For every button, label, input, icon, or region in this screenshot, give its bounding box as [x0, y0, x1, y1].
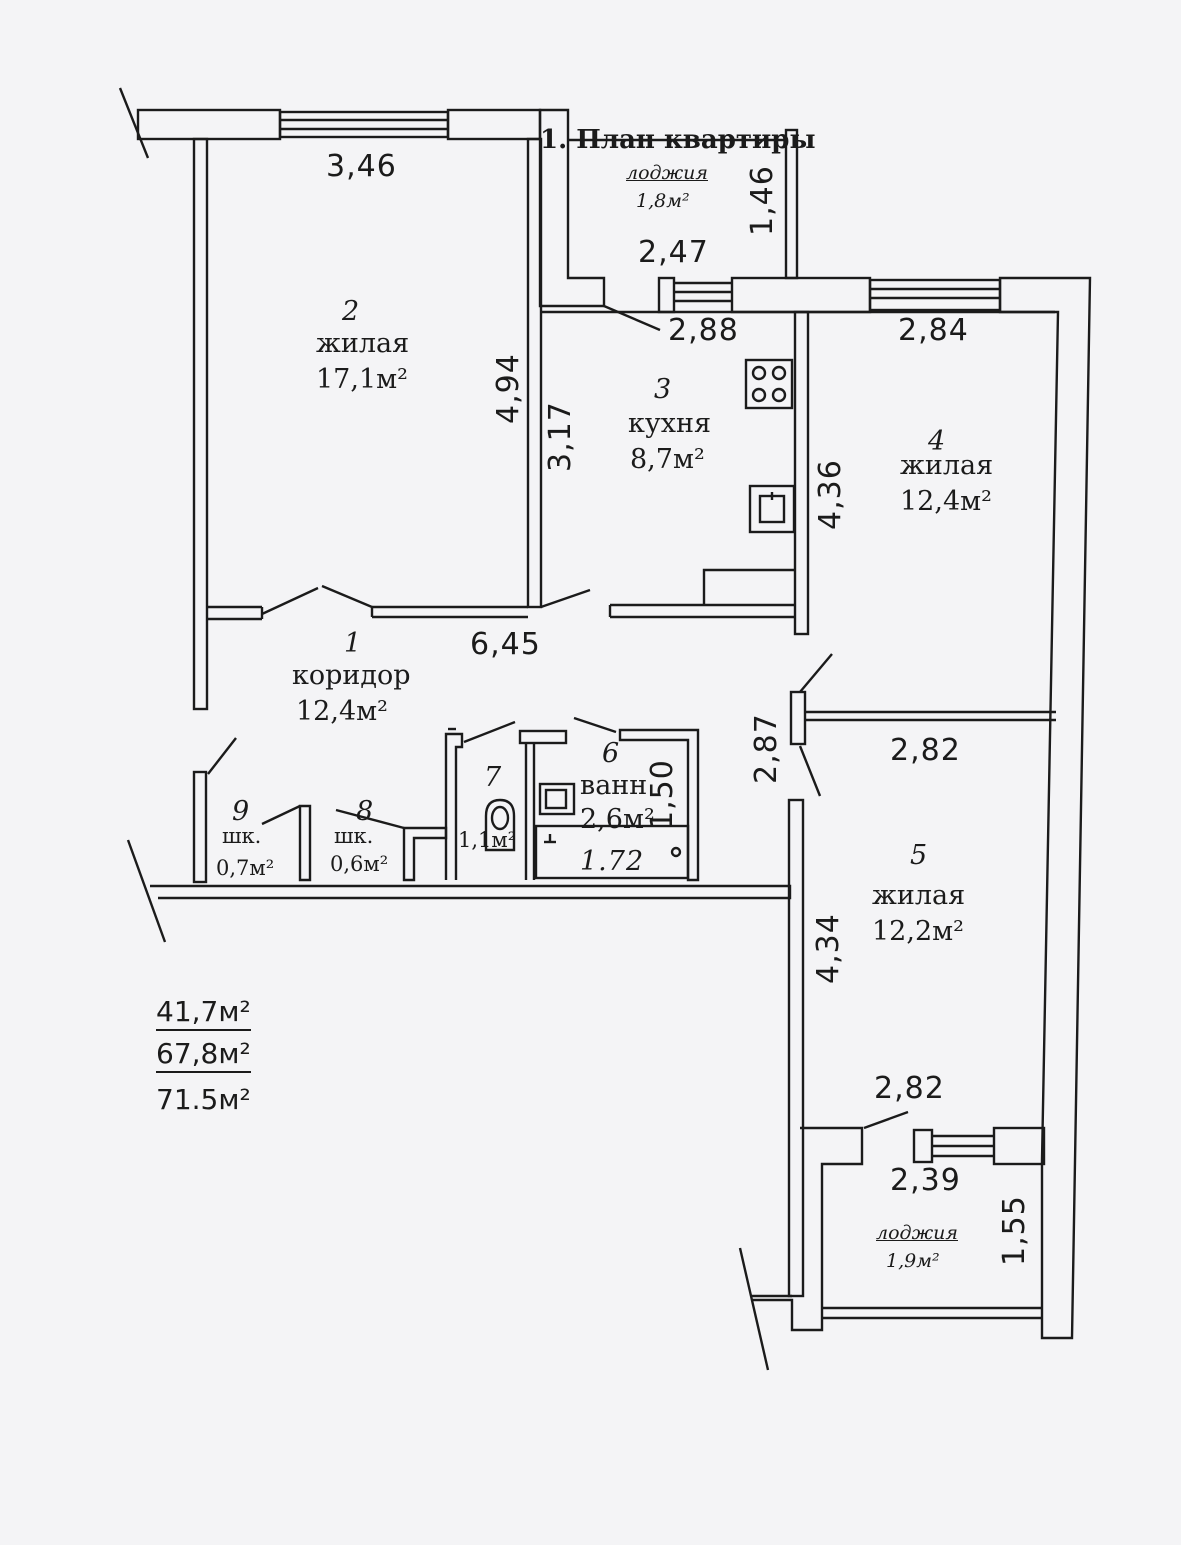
door-room5 — [798, 745, 822, 797]
break-line-bottom — [738, 1247, 770, 1371]
dim-room4-top: 2,84 — [898, 313, 969, 348]
toilet-icon — [484, 798, 516, 852]
dim-room5-top: 2,82 — [890, 733, 961, 768]
wall-loggia2-top-right — [992, 1126, 1046, 1166]
stove-icon — [744, 358, 794, 410]
dim-loggia1-bottom: 2,47 — [638, 235, 709, 270]
loggia2-name: лоджия — [876, 1222, 958, 1244]
wall-kitchen-top-mid — [730, 276, 872, 314]
dim-loggia2-side: 1,55 — [997, 1195, 1032, 1266]
leader-room5-bottom — [863, 1110, 909, 1130]
washbasin-icon — [538, 782, 576, 816]
closet9-name: шк. — [222, 824, 262, 848]
bath-name: ванн — [580, 770, 648, 801]
corridor-number: 1 — [344, 628, 362, 659]
window-room2 — [278, 110, 450, 139]
room5-area: 12,2м² — [872, 916, 964, 947]
dim-room2-side: 4,94 — [491, 353, 526, 424]
dim-corridor-len: 6,45 — [470, 627, 541, 662]
dim-room5-bottom: 2,82 — [874, 1071, 945, 1106]
door-wc — [463, 720, 516, 744]
closet8-area: 0,6м² — [330, 852, 389, 876]
wall-closet9-left — [192, 770, 208, 884]
leader-kitchen-top — [603, 304, 661, 332]
wall-loggia2 — [752, 1126, 864, 1332]
closet9-number: 9 — [232, 796, 250, 827]
corridor-name: коридор — [292, 660, 411, 691]
wall-room2-right — [526, 137, 543, 609]
wall-wc — [444, 732, 464, 880]
kitchen-area: 8,7м² — [630, 444, 705, 475]
room5-name: жилая — [872, 880, 966, 911]
wall-kitchen-right — [793, 310, 810, 636]
loggia1-name: лоджия — [626, 162, 708, 184]
closet8-name: шк. — [334, 824, 374, 848]
wall-right-exterior — [998, 276, 1092, 1340]
room4-area: 12,4м² — [900, 486, 992, 517]
door-closet9-b — [261, 804, 301, 826]
door-closet9 — [207, 737, 237, 775]
dim-room5-side: 4,34 — [811, 913, 846, 984]
wall-wc-bath — [518, 729, 568, 745]
wall-room2-top-left — [136, 108, 282, 141]
room2-number: 2 — [342, 296, 360, 327]
window-room4 — [868, 278, 1002, 312]
room4-name: жилая — [900, 450, 994, 481]
dim-corridor-side: 2,87 — [749, 713, 784, 784]
closet9-area: 0,7м² — [216, 856, 275, 880]
room2-name: жилая — [316, 328, 410, 359]
wall-room2-left — [192, 137, 209, 711]
bath-number: 6 — [602, 738, 620, 769]
dim-room4-side: 4,36 — [813, 459, 848, 530]
kitchen-name: кухня — [628, 408, 712, 439]
total-area: 67,8м² — [156, 1040, 251, 1073]
dim-kitchen-top: 2,88 — [668, 313, 739, 348]
wc-area: 1,1м² — [458, 828, 517, 852]
wall-bath — [618, 728, 700, 882]
wall-room4-door-jamb — [789, 690, 807, 746]
dim-room2-top: 3,46 — [326, 149, 397, 184]
wall-bottom-long — [150, 884, 792, 900]
door-room4 — [799, 653, 833, 693]
door-bath — [573, 716, 617, 734]
wall-room5-left — [787, 798, 805, 1298]
loggia2-area: 1,9м² — [886, 1250, 940, 1272]
break-line-top-left — [118, 87, 150, 159]
window-kitchen-frame — [657, 276, 676, 314]
dim-bath-len: 1.72 — [580, 846, 645, 877]
sink-icon — [748, 484, 796, 534]
dim-loggia1-side: 1,46 — [745, 165, 780, 236]
door-closet8 — [335, 808, 405, 830]
break-line-mid-left — [126, 839, 167, 943]
room4-number: 4 — [928, 426, 946, 457]
window-loggia2-frame — [912, 1128, 934, 1164]
corridor-area: 12,4м² — [296, 696, 388, 727]
wall-closet-right — [402, 826, 448, 882]
bath-area: 2,6м² — [580, 804, 655, 835]
loggia1-area: 1,8м² — [636, 190, 690, 212]
room2-area: 17,1м² — [316, 364, 408, 395]
door-kitchen — [540, 588, 591, 609]
wall-closet8 — [298, 804, 312, 882]
dim-bath-side: 1,50 — [645, 759, 680, 830]
dim-kitchen-side: 3,17 — [543, 401, 578, 472]
kitchen-counter — [702, 568, 795, 604]
door-room2-b — [321, 584, 373, 609]
plan-title: 1. План квартиры — [540, 125, 816, 155]
dim-loggia2-top: 2,39 — [890, 1163, 961, 1198]
total-area-with-loggias: 71.5м² — [156, 1083, 251, 1116]
room5-number: 5 — [910, 840, 928, 871]
closet8-number: 8 — [356, 796, 374, 827]
wc-number: 7 — [484, 762, 502, 793]
wall-room2-top-right — [446, 108, 542, 141]
kitchen-number: 3 — [654, 374, 672, 405]
total-living-area: 41,7м² — [156, 998, 251, 1031]
door-room2-a — [261, 586, 319, 616]
bathtub-icon — [534, 824, 690, 880]
